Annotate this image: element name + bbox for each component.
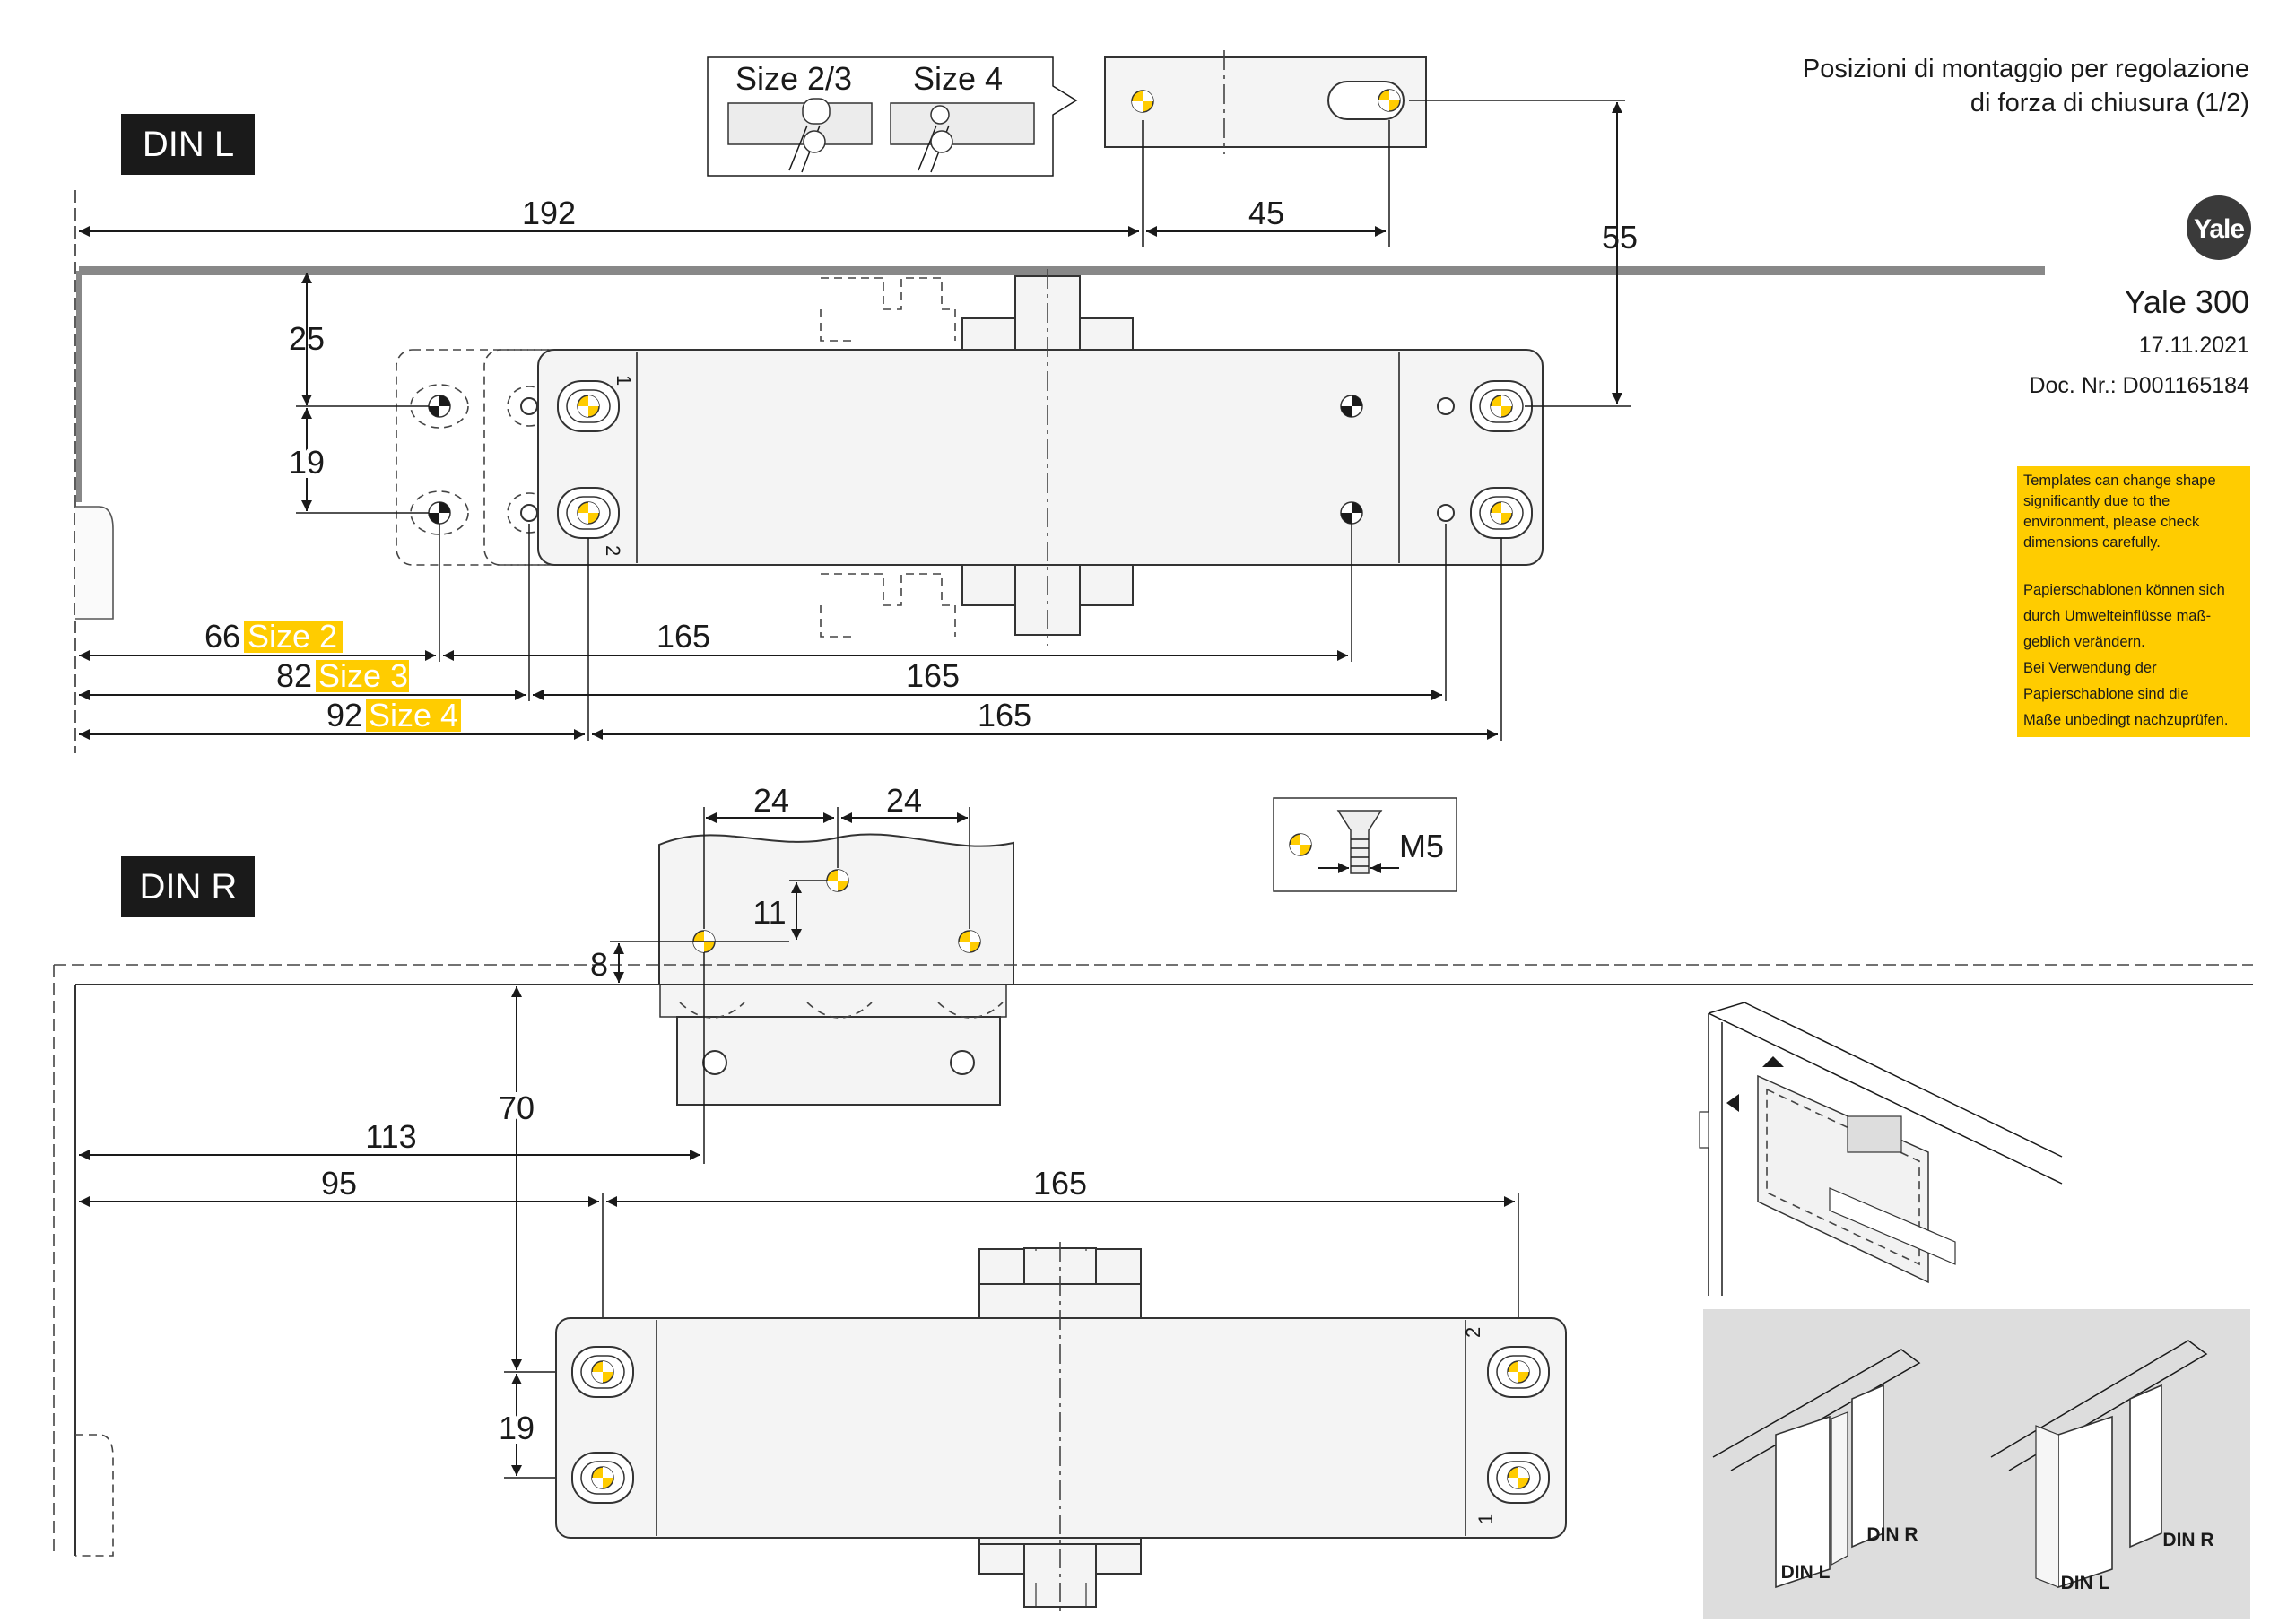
yale-logo: Yale bbox=[2187, 195, 2251, 260]
bracket-mount-hole-2 bbox=[1378, 89, 1401, 112]
din-r-dimensions: 24 24 11 8 70 113 95 165 19 bbox=[79, 782, 1519, 1484]
door-closer-din-l: 1 2 bbox=[428, 269, 1544, 646]
screw-hole-icon bbox=[1289, 833, 1312, 856]
hole-number-2: 2 bbox=[602, 545, 624, 556]
hole-number-1: 1 bbox=[613, 375, 635, 386]
notice-en-2: significantly due to the bbox=[2023, 493, 2170, 509]
notice-en-3: environment, please check bbox=[2023, 514, 2200, 530]
alt-hole-size2-bottom bbox=[428, 501, 451, 525]
dim-165-size4: 165 bbox=[978, 697, 1031, 733]
alt-hole-size2-top bbox=[428, 395, 451, 418]
notice-de-3: geblich verändern. bbox=[2023, 634, 2145, 650]
din-l-label: DIN L bbox=[143, 125, 234, 164]
notice-de-5: Papierschablone sind die bbox=[2023, 686, 2188, 702]
dim-24-right: 24 bbox=[886, 782, 922, 819]
din-r-label-bg bbox=[121, 856, 255, 917]
dim-55: 55 bbox=[1602, 219, 1638, 256]
product-name: Yale 300 bbox=[2125, 283, 2249, 320]
mount-hole-din-r-1 bbox=[591, 1360, 614, 1384]
notice-en-1: Templates can change shape bbox=[2023, 473, 2216, 489]
screw-legend: M5 bbox=[1273, 797, 1457, 892]
screw-size: M5 bbox=[1399, 828, 1444, 864]
dim-70: 70 bbox=[499, 1089, 535, 1126]
mount-hole-din-r-4 bbox=[1507, 1466, 1530, 1489]
hole-number-r-1: 1 bbox=[1474, 1514, 1497, 1524]
size-4-label: Size 4 bbox=[369, 697, 458, 733]
dim-192: 192 bbox=[522, 195, 576, 231]
din-l-label-bg bbox=[121, 114, 255, 175]
notice-de-1: Papierschablonen können sich bbox=[2023, 582, 2225, 598]
arm-bracket-din-r bbox=[658, 833, 1014, 1106]
din-l-section: DIN L Size 2/3 Size 4 bbox=[74, 50, 2045, 753]
dim-165-din-r: 165 bbox=[1033, 1165, 1087, 1202]
dim-165-size2: 165 bbox=[657, 618, 710, 655]
hinge-din-r bbox=[75, 1434, 114, 1557]
illus-din-r-2: DIN R bbox=[2162, 1530, 2213, 1550]
header: Posizioni di montaggio per regolazione d… bbox=[1803, 55, 2251, 398]
notice-en-4: dimensions carefully. bbox=[2023, 534, 2161, 551]
dim-113: 113 bbox=[365, 1118, 416, 1155]
mount-hole-din-r-2 bbox=[591, 1466, 614, 1489]
bracket-r-hole-2 bbox=[826, 869, 849, 892]
mount-hole-din-l-3 bbox=[1490, 395, 1513, 418]
alt-hole-size2-right-top bbox=[1340, 395, 1363, 418]
dim-45: 45 bbox=[1248, 195, 1284, 231]
size-2-value: 66 bbox=[204, 618, 240, 655]
hinge-din-l bbox=[75, 506, 114, 620]
illus-din-r: DIN R bbox=[1866, 1524, 1918, 1545]
door-handing-illustration: DIN L DIN R DIN L DIN R bbox=[1703, 1309, 2250, 1619]
inset-size-23: Size 2/3 bbox=[735, 60, 852, 97]
size-2-label: Size 2 bbox=[248, 618, 337, 655]
doc-number: Doc. Nr.: D001165184 bbox=[2029, 373, 2249, 398]
din-l-dimensions: 192 45 55 25 19 66 Size 2 165 bbox=[79, 102, 1638, 741]
mount-hole-din-l-1 bbox=[577, 395, 600, 418]
dim-19-din-r: 19 bbox=[499, 1410, 535, 1446]
inset-size-4: Size 4 bbox=[913, 60, 1003, 97]
dim-11: 11 bbox=[752, 894, 786, 931]
mounting-illustration bbox=[1699, 1002, 2063, 1296]
dim-24-left: 24 bbox=[753, 782, 789, 819]
size-4-value: 92 bbox=[326, 697, 362, 733]
notice-de-6: Maße unbedingt nachzuprüfen. bbox=[2023, 712, 2228, 728]
notice-de-2: durch Umwelteinflüsse maß- bbox=[2023, 608, 2211, 624]
notice-de-4: Bei Verwendung der bbox=[2023, 660, 2157, 676]
title-line-2: di forza di chiusura (1/2) bbox=[1970, 89, 2249, 117]
dim-8: 8 bbox=[590, 946, 608, 983]
size-3-label: Size 3 bbox=[318, 657, 408, 694]
title-line-1: Posizioni di montaggio per regolazione bbox=[1803, 55, 2249, 83]
illus-din-l: DIN L bbox=[1781, 1562, 1831, 1583]
bracket-r-hole-3 bbox=[958, 930, 981, 953]
bracket-mount-hole-1 bbox=[1131, 90, 1154, 113]
dim-19: 19 bbox=[289, 444, 325, 481]
screw-icon bbox=[1336, 810, 1383, 874]
arm-icon-size-4 bbox=[890, 102, 1035, 173]
mount-hole-din-r-3 bbox=[1507, 1360, 1530, 1384]
mount-hole-din-l-4 bbox=[1490, 501, 1513, 525]
brand-text: Yale bbox=[2194, 214, 2244, 244]
illus-din-l-2: DIN L bbox=[2061, 1573, 2110, 1593]
arm-bracket bbox=[1104, 50, 1625, 154]
din-r-label: DIN R bbox=[140, 867, 238, 907]
dim-95: 95 bbox=[321, 1165, 357, 1202]
door-closer-din-r: 2 1 bbox=[555, 1242, 1567, 1614]
mount-hole-din-l-2 bbox=[577, 501, 600, 525]
alt-hole-size2-right-bottom bbox=[1340, 501, 1363, 525]
size-3-value: 82 bbox=[276, 657, 312, 694]
hole-number-r-2: 2 bbox=[1462, 1327, 1484, 1338]
arm-icon-size-23 bbox=[727, 98, 873, 173]
arm-size-inset: Size 2/3 Size 4 bbox=[707, 56, 1078, 177]
din-r-section: DIN R 24 24 bbox=[53, 782, 2253, 1614]
dim-25: 25 bbox=[289, 320, 325, 357]
doc-date: 17.11.2021 bbox=[2139, 333, 2249, 358]
notice-box: Templates can change shape significantly… bbox=[2017, 466, 2250, 737]
dim-165-size3: 165 bbox=[906, 657, 960, 694]
